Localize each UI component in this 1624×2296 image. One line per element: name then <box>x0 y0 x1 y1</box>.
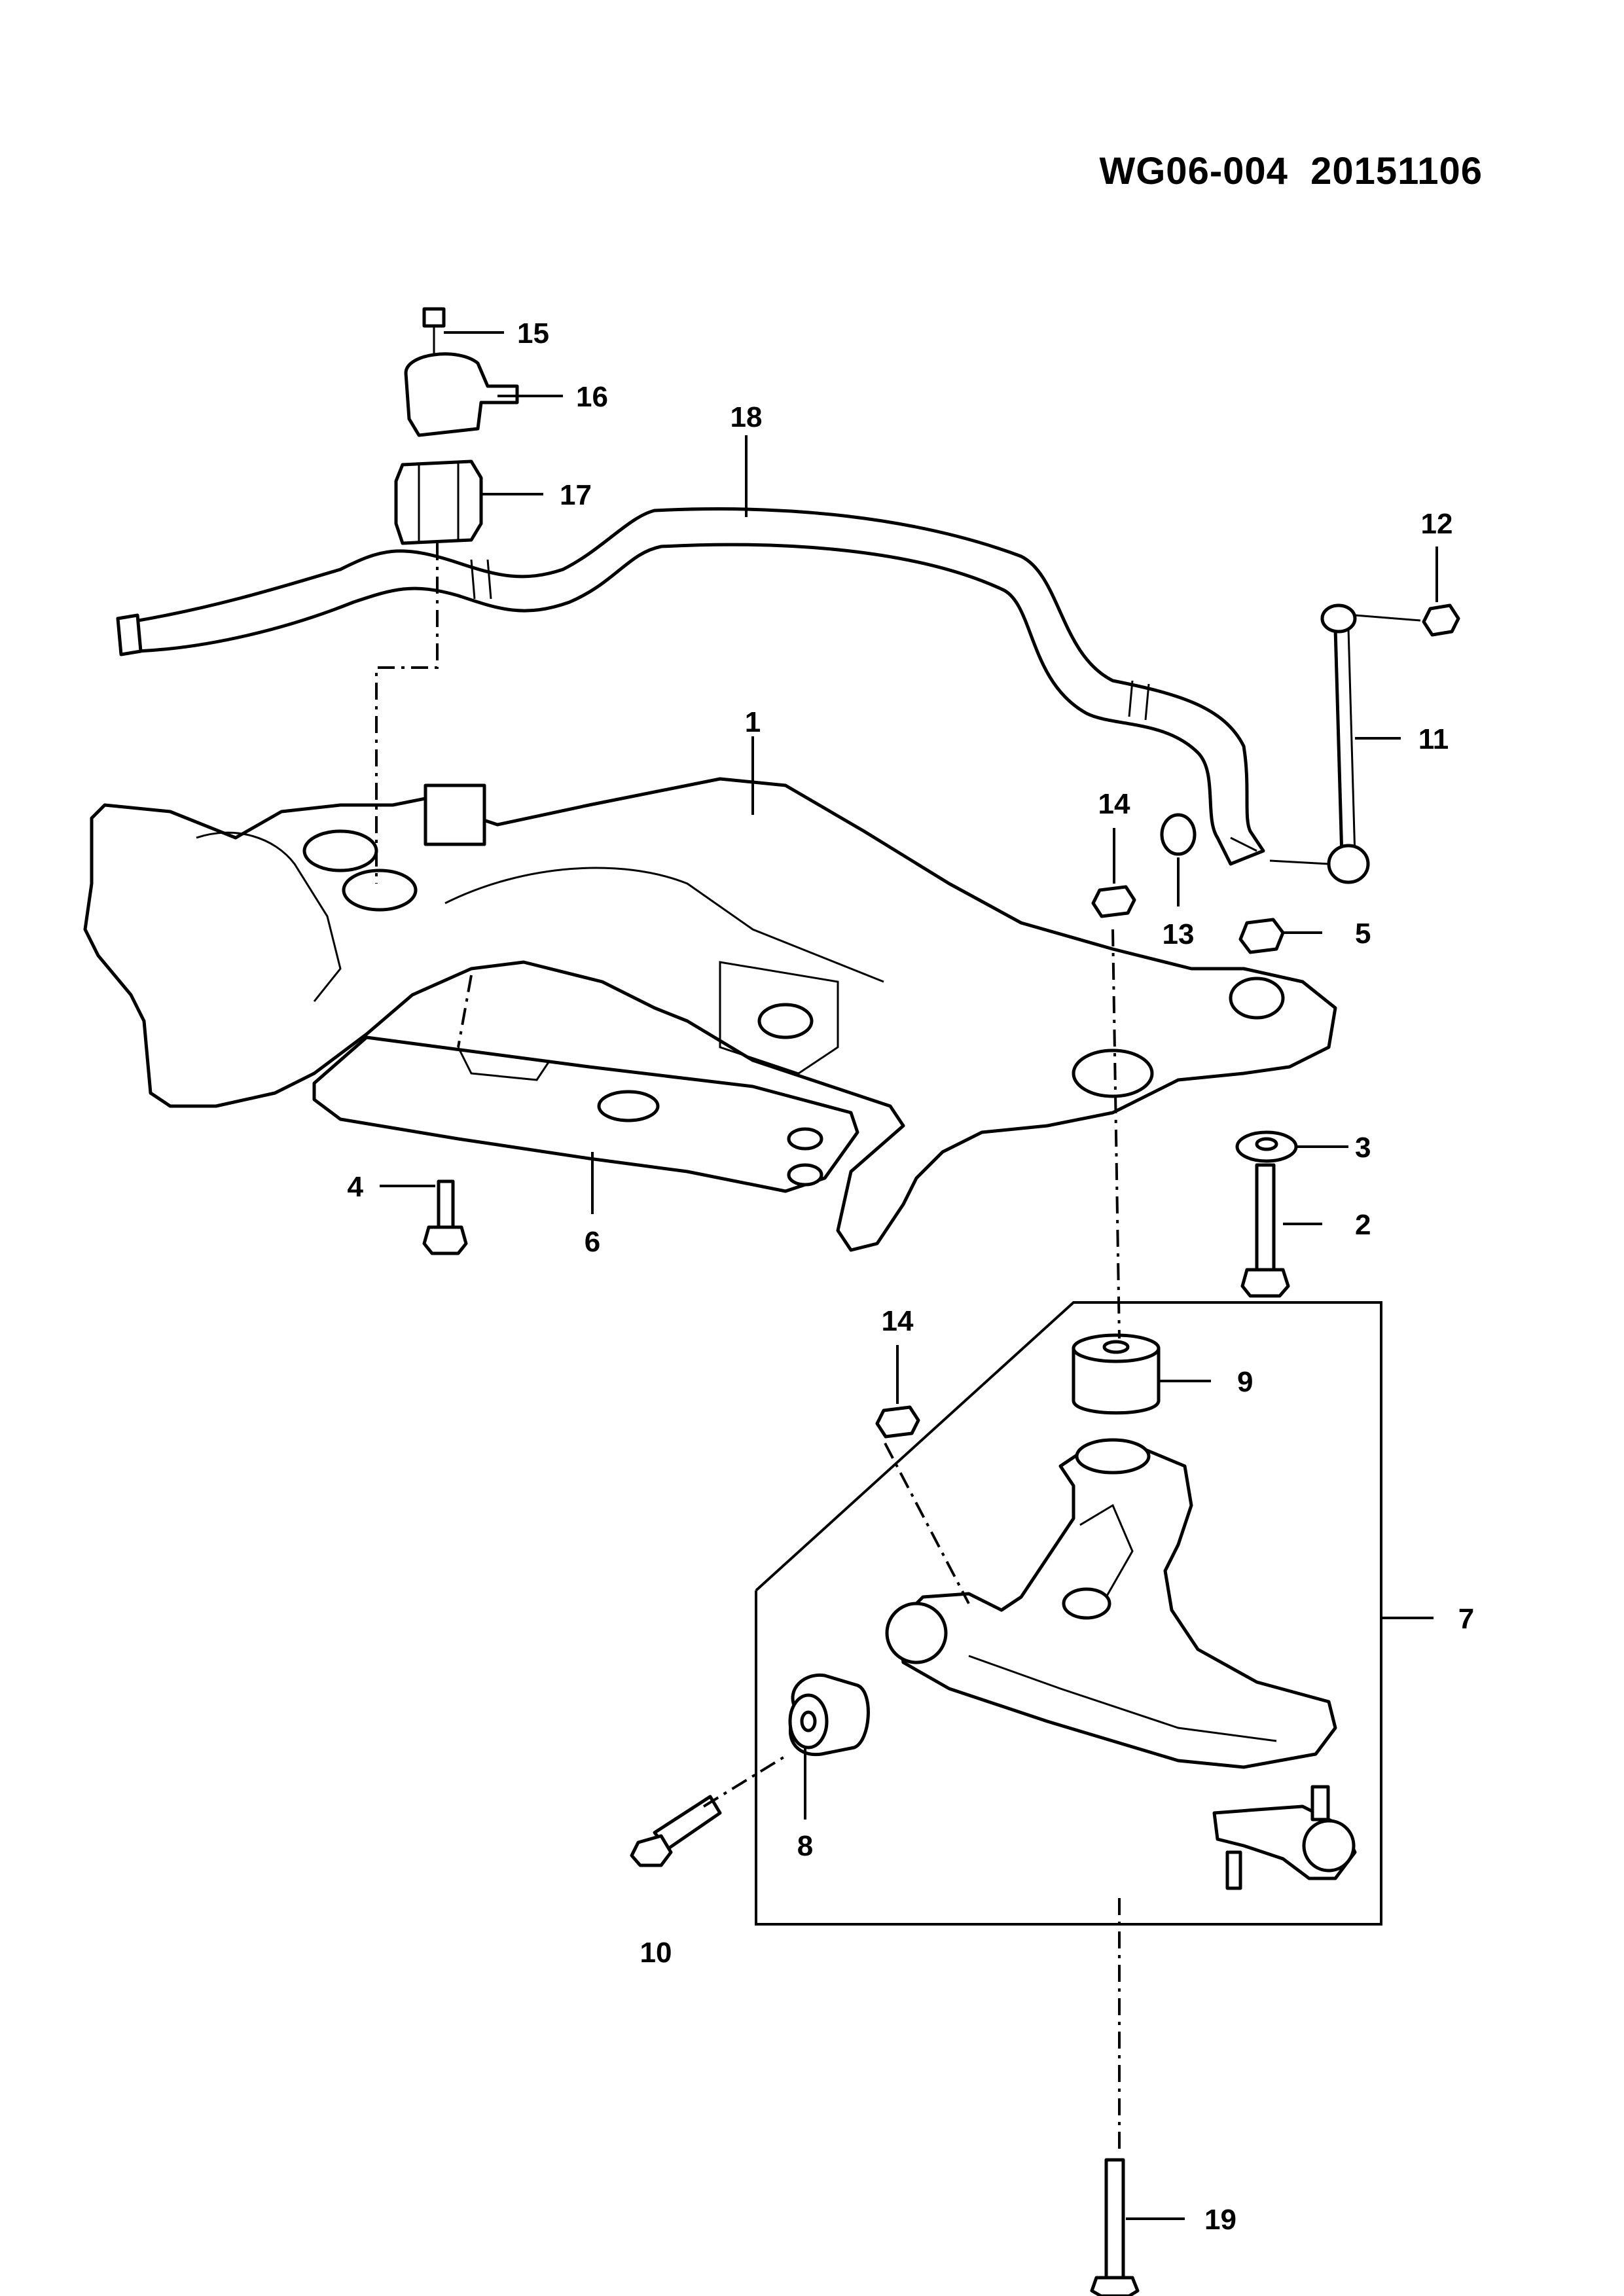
nut-5 <box>1238 918 1285 954</box>
fasteners <box>422 603 1460 2296</box>
lower-control-arm <box>885 1438 1337 1769</box>
callout-13: 13 <box>1163 918 1195 950</box>
callout-leaders <box>380 331 1438 2220</box>
bushings <box>788 1333 1161 1757</box>
rubber-bushing-17 <box>394 459 483 545</box>
stabilizer-bar <box>116 507 1265 866</box>
nut-14-lower <box>875 1405 920 1439</box>
callout-4: 4 <box>348 1171 364 1203</box>
diagram-reference-code: WG06-004 20151106 <box>1099 150 1483 192</box>
callout-10: 10 <box>640 1937 672 1969</box>
control-arm-assembly-box <box>755 1301 1382 1926</box>
callout-15: 15 <box>517 317 549 350</box>
reinforcement-plate <box>312 1035 859 1193</box>
nut-13 <box>1160 813 1197 856</box>
callout-11: 11 <box>1418 723 1449 755</box>
bolt-4 <box>437 1179 455 1229</box>
callout-labels: 1 2 3 4 5 6 7 8 9 10 11 12 13 14 14 15 1… <box>348 317 1475 2236</box>
callout-8: 8 <box>797 1830 813 1862</box>
stabilizer-mount-parts <box>394 307 519 545</box>
stabilizer-link <box>1269 603 1421 884</box>
callout-2: 2 <box>1355 1209 1371 1241</box>
nut-12 <box>1422 603 1460 637</box>
callout-18: 18 <box>731 401 763 433</box>
assembly-axes <box>375 543 1121 2153</box>
callout-12: 12 <box>1421 508 1453 540</box>
callout-1: 1 <box>745 706 761 738</box>
callout-16: 16 <box>576 381 608 413</box>
callout-17: 17 <box>560 479 592 511</box>
bolt-19 <box>1104 2158 1125 2280</box>
callout-5: 5 <box>1355 918 1371 950</box>
nut-14-upper <box>1091 885 1136 918</box>
callout-3: 3 <box>1355 1132 1371 1164</box>
callout-14-upper: 14 <box>1098 788 1130 820</box>
callout-7: 7 <box>1458 1603 1474 1635</box>
mounting-bolt-15 <box>422 307 446 328</box>
callout-9: 9 <box>1237 1366 1253 1398</box>
front-subframe <box>83 777 1337 1252</box>
bolt-2 <box>1255 1163 1276 1272</box>
callout-14-lower: 14 <box>882 1305 914 1337</box>
callout-19: 19 <box>1204 2204 1236 2236</box>
ball-joint <box>1212 1785 1357 1890</box>
bushing-bracket-16 <box>404 352 519 437</box>
callout-6: 6 <box>585 1226 600 1258</box>
